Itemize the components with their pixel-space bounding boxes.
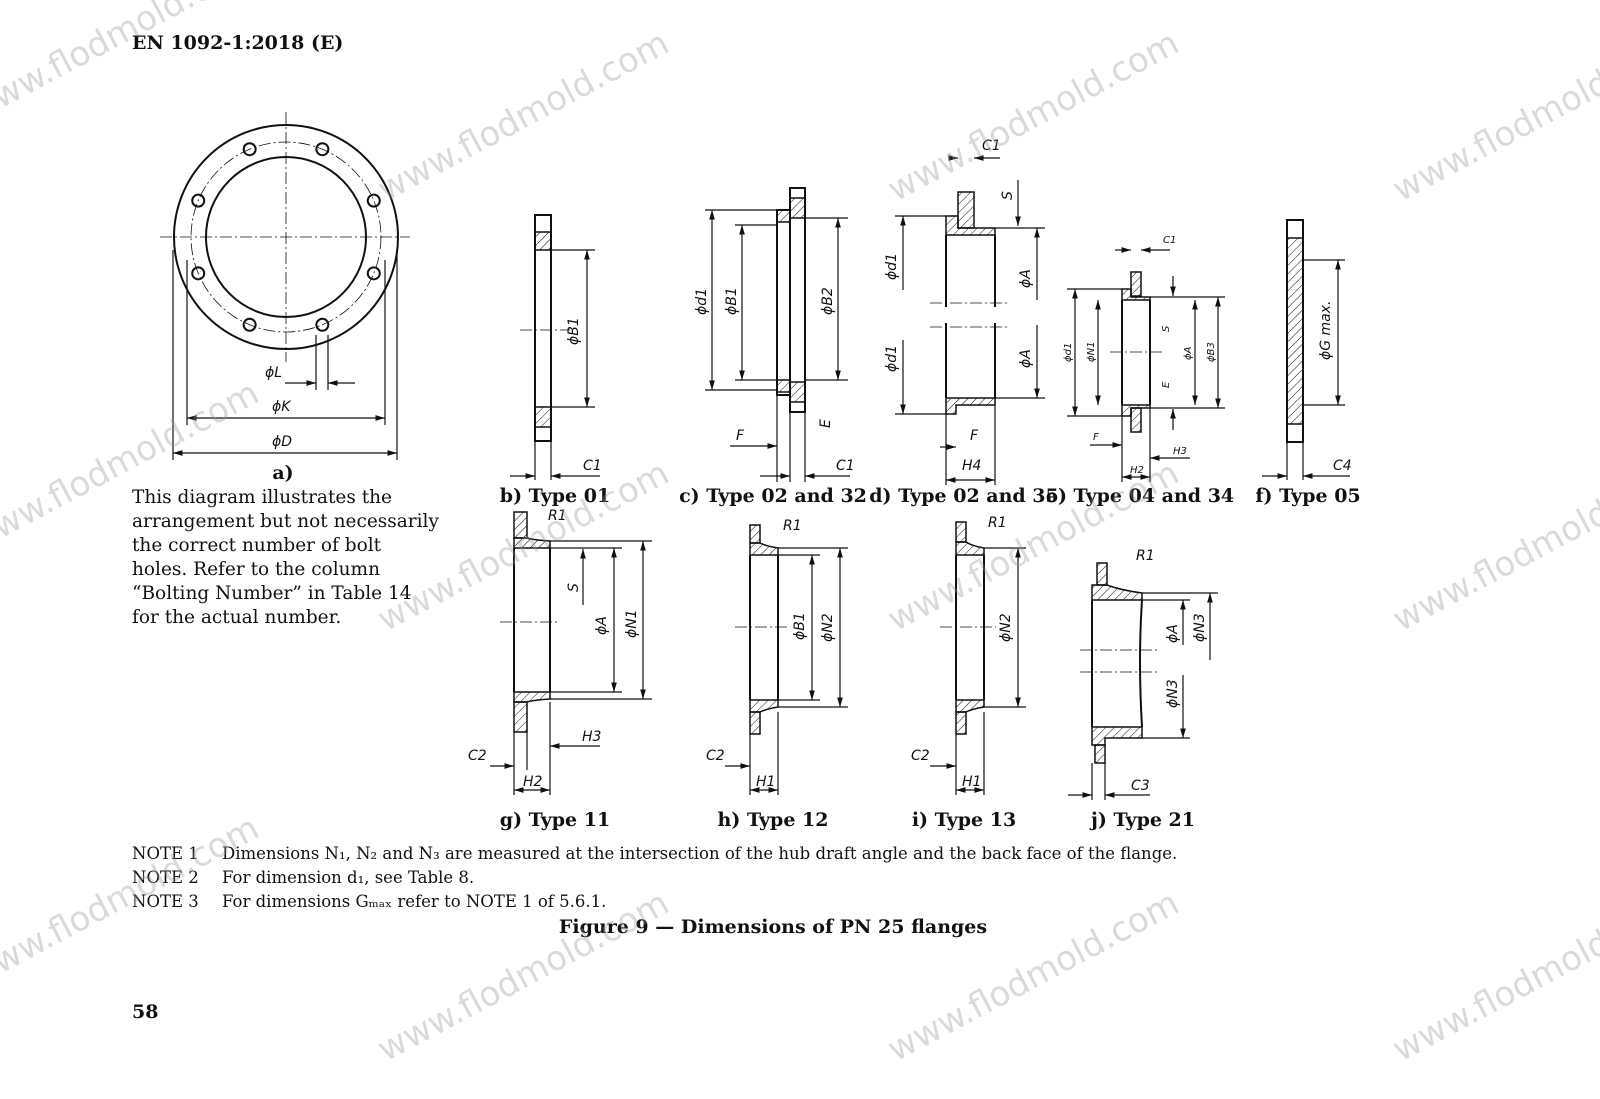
dim-label: ϕL xyxy=(265,365,282,381)
caption-b: b) Type 01 xyxy=(499,485,611,507)
dim-label: ϕB3 xyxy=(1206,342,1217,362)
drawing-c-type-02-32: ϕd1 ϕB1 ϕB2 F E C1 xyxy=(694,187,855,482)
caption-a: a) xyxy=(272,462,294,484)
dim-label: ϕA xyxy=(594,616,610,635)
dim-label: ϕA xyxy=(1183,346,1194,360)
dim-label: S xyxy=(1161,325,1172,332)
dim-label: C2 xyxy=(911,748,930,764)
dim-label: H2 xyxy=(523,774,543,790)
dim-label: R1 xyxy=(1136,548,1155,564)
note-2: NOTE 2 For dimension d₁, see Table 8. xyxy=(132,866,1177,890)
dim-label: H1 xyxy=(962,774,981,790)
caption-c: c) Type 02 and 32 xyxy=(679,485,867,507)
bolt-hole xyxy=(366,193,381,208)
dim-label: S xyxy=(566,583,582,592)
dim-label: R1 xyxy=(548,508,567,524)
drawing-i-type-13: R1 ϕN2 C2 H1 xyxy=(911,515,1026,795)
dim-label: ϕA xyxy=(1165,624,1181,643)
caption-g: g) Type 11 xyxy=(499,809,611,831)
caption-d: d) Type 02 and 35 xyxy=(869,485,1059,507)
drawing-f-type-05: ϕG max. C4 xyxy=(1262,219,1352,480)
dim-label: F xyxy=(970,428,979,444)
dim-label: E xyxy=(818,419,834,428)
dim-label: F xyxy=(1093,432,1099,443)
dim-label: S xyxy=(1000,191,1016,200)
dim-label: ϕB1 xyxy=(724,287,740,315)
dim-label: ϕK xyxy=(272,399,292,415)
dim-label: ϕN2 xyxy=(998,613,1014,642)
dim-label: C4 xyxy=(1333,458,1352,474)
note-key: NOTE 3 xyxy=(132,892,199,911)
note-text: Dimensions N₁, N₂ and N₃ are measured at… xyxy=(222,844,1178,863)
dim-label: ϕd1 xyxy=(884,253,900,280)
drawing-g-type-11: R1 S ϕA ϕN1 H3 C2 H2 xyxy=(468,508,652,795)
dim-label: ϕd1 xyxy=(884,345,900,372)
bolt-hole xyxy=(242,142,257,157)
drawing-a-flange-face: ϕL ϕK ϕD xyxy=(160,112,410,460)
dim-label: H3 xyxy=(1173,446,1187,457)
document-header: EN 1092-1:2018 (E) xyxy=(132,32,344,54)
note-key: NOTE 2 xyxy=(132,868,199,887)
figure-title: Figure 9 — Dimensions of PN 25 flanges xyxy=(558,916,988,938)
note-1: NOTE 1 Dimensions N₁, N₂ and N₃ are measu… xyxy=(132,842,1177,866)
drawing-d-type-02-35: C1 S ϕd1 ϕA ϕd1 ϕA F H4 xyxy=(884,138,1045,485)
dim-label: ϕN3 xyxy=(1165,679,1181,708)
bolt-hole xyxy=(315,142,330,157)
bolt-hole xyxy=(366,266,381,281)
dim-label: C2 xyxy=(468,748,487,764)
drawing-b-type-01: ϕB1 C1 xyxy=(510,214,602,480)
diagram-description: This diagram illustrates the arrangement… xyxy=(132,487,439,628)
bolt-hole xyxy=(191,193,206,208)
dim-label: ϕB1 xyxy=(792,612,808,640)
dim-label: ϕB1 xyxy=(566,317,582,345)
drawing-e-type-04-34: C1 ϕd1 ϕN1 S ϕA ϕB3 E F H3 H2 xyxy=(1063,235,1225,482)
caption-h: h) Type 12 xyxy=(717,809,829,831)
bolt-hole xyxy=(242,317,257,332)
dim-label: E xyxy=(1161,381,1172,388)
dim-label: ϕN2 xyxy=(820,613,836,642)
dim-label: H1 xyxy=(756,774,775,790)
dim-label: R1 xyxy=(988,515,1007,531)
drawing-j-type-21: R1 ϕA ϕN3 ϕN3 C3 xyxy=(1068,548,1218,800)
dim-label: ϕN1 xyxy=(624,609,640,638)
note-key: NOTE 1 xyxy=(132,844,199,863)
note-text: For dimension d₁, see Table 8. xyxy=(222,868,475,887)
dim-label: R1 xyxy=(783,518,802,534)
dim-label: ϕd1 xyxy=(694,288,710,315)
dim-label: C2 xyxy=(706,748,725,764)
dim-label: ϕB2 xyxy=(820,287,836,315)
caption-j: j) Type 21 xyxy=(1091,809,1195,831)
dim-label: H3 xyxy=(582,729,601,745)
caption-i: i) Type 13 xyxy=(911,809,1017,831)
dim-label: ϕA xyxy=(1018,349,1034,368)
dim-label: C1 xyxy=(982,138,1001,154)
dim-label: ϕN1 xyxy=(1086,342,1097,362)
dim-label: C3 xyxy=(1131,778,1150,794)
drawing-h-type-12: R1 ϕB1 ϕN2 C2 H1 xyxy=(706,518,848,795)
page-number: 58 xyxy=(132,1001,159,1023)
caption-f: f) Type 05 xyxy=(1255,485,1361,507)
dim-label: ϕA xyxy=(1018,269,1034,288)
dim-label: C1 xyxy=(583,458,602,474)
caption-e: e) Type 04 and 34 xyxy=(1045,485,1235,507)
dim-label: C1 xyxy=(836,458,855,474)
dim-label: ϕD xyxy=(272,434,292,450)
dim-label: ϕG max. xyxy=(1318,301,1334,361)
bolt-hole xyxy=(315,317,330,332)
note-text: For dimensions Gₘₐₓ refer to NOTE 1 of 5… xyxy=(222,892,607,911)
notes: NOTE 1 Dimensions N₁, N₂ and N₃ are measu… xyxy=(132,842,1177,914)
dim-label: H2 xyxy=(1130,465,1144,476)
dim-label: F xyxy=(736,428,745,444)
dim-label: ϕd1 xyxy=(1063,343,1074,362)
note-3: NOTE 3 For dimensions Gₘₐₓ refer to NOTE … xyxy=(132,890,1177,914)
dim-label: H4 xyxy=(962,458,981,474)
dim-label: ϕN3 xyxy=(1192,613,1208,642)
dim-label: C1 xyxy=(1163,235,1176,246)
bolt-hole xyxy=(191,266,206,281)
